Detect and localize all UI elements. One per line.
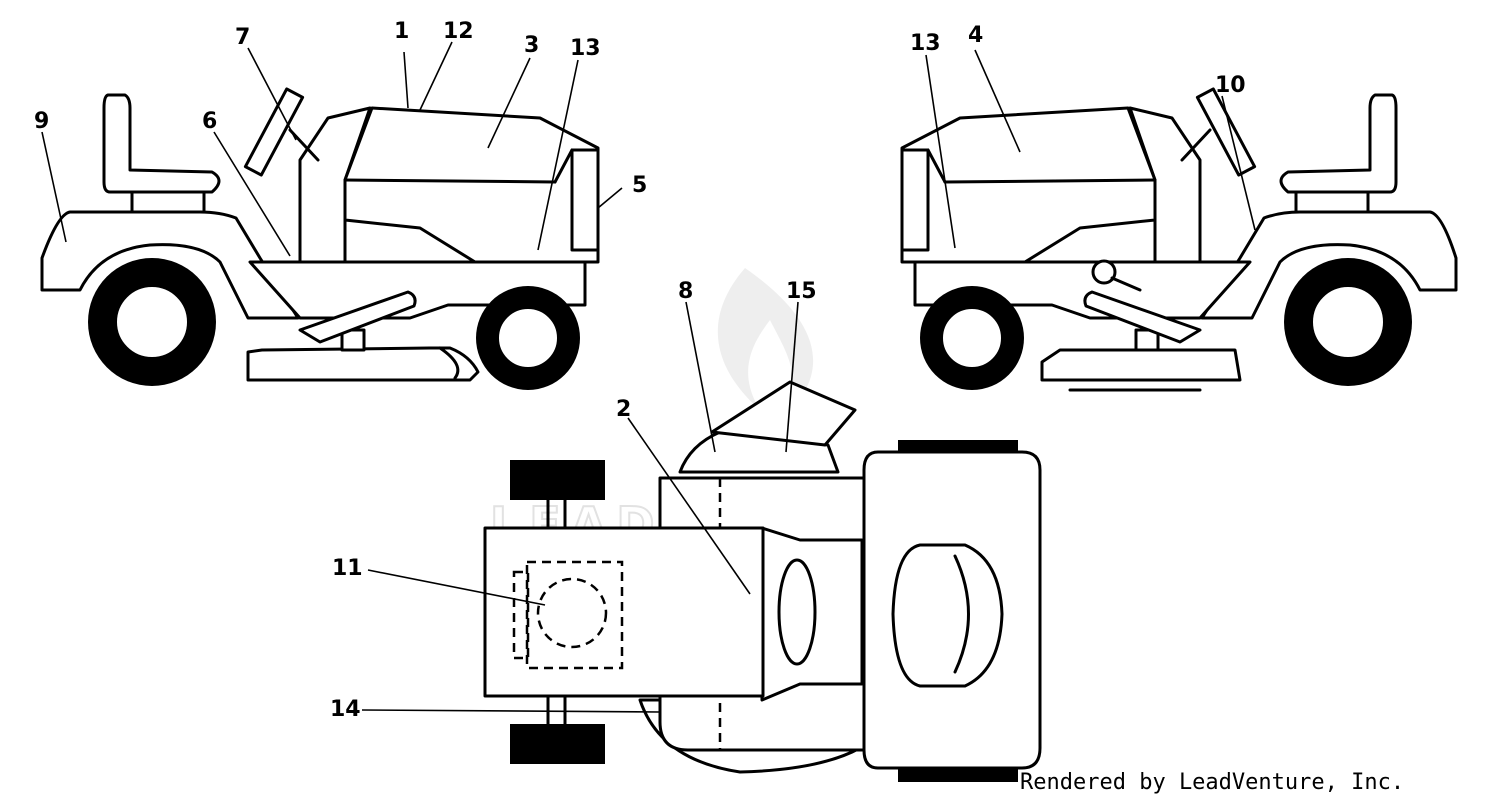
leader-lines: [41, 41, 1256, 713]
left-side-view: [40, 87, 600, 390]
rear-fender: [1200, 210, 1458, 320]
callout-5: 5: [632, 173, 647, 198]
callout-10: 10: [1215, 73, 1246, 98]
right-side-view: [900, 87, 1458, 392]
seat: [1279, 93, 1398, 194]
hood: [343, 106, 600, 264]
callout-14: 14: [330, 697, 361, 722]
seat: [102, 93, 221, 194]
callout-12: 12: [443, 19, 474, 44]
callout-9: 9: [34, 109, 49, 134]
callout-8: 8: [678, 279, 693, 304]
front-wheel-top-b: [510, 724, 605, 764]
steering-wheel: [1195, 87, 1257, 177]
callout-labels: 1 12 3 13 7 6 9 5 13 4 10 8 15 2 11 14: [34, 19, 1246, 722]
front-wheel-top-a: [510, 460, 605, 500]
rear-wheel-top-b: [898, 768, 1018, 782]
foot-pedal: [298, 290, 417, 344]
steering-column: [288, 128, 320, 162]
hood: [900, 106, 1157, 264]
mower-deck: [246, 346, 480, 382]
top-view: [483, 380, 1042, 782]
grille: [900, 148, 930, 252]
callout-2: 2: [616, 397, 631, 422]
seat-top: [891, 543, 1004, 688]
front-axle: [546, 498, 567, 726]
callout-6: 6: [202, 109, 217, 134]
callout-13-right: 13: [910, 31, 941, 56]
chute-deflector: [710, 380, 857, 447]
callout-4: 4: [968, 23, 983, 48]
rear-fender: [40, 210, 300, 320]
callout-3: 3: [524, 33, 539, 58]
callout-1: 1: [394, 19, 409, 44]
grille: [570, 148, 600, 252]
hood-line: [343, 178, 557, 184]
hood-corner: [553, 148, 574, 184]
steering-wheel: [243, 87, 305, 177]
callout-7: 7: [235, 25, 250, 50]
engine-cap-outline: [536, 577, 608, 649]
render-credit: Rendered by LeadVenture, Inc.: [1020, 770, 1405, 795]
mower-deck: [1040, 348, 1242, 382]
flame-logo-icon: [717, 268, 814, 410]
foot-pedal: [1083, 290, 1202, 344]
deck-chute: [438, 346, 460, 380]
lift-lever: [1091, 259, 1117, 285]
engine-outline: [525, 560, 624, 670]
callout-15: 15: [786, 279, 817, 304]
steering-wheel-top: [777, 558, 817, 666]
callout-13-left: 13: [570, 36, 601, 61]
callout-11: 11: [332, 556, 363, 581]
